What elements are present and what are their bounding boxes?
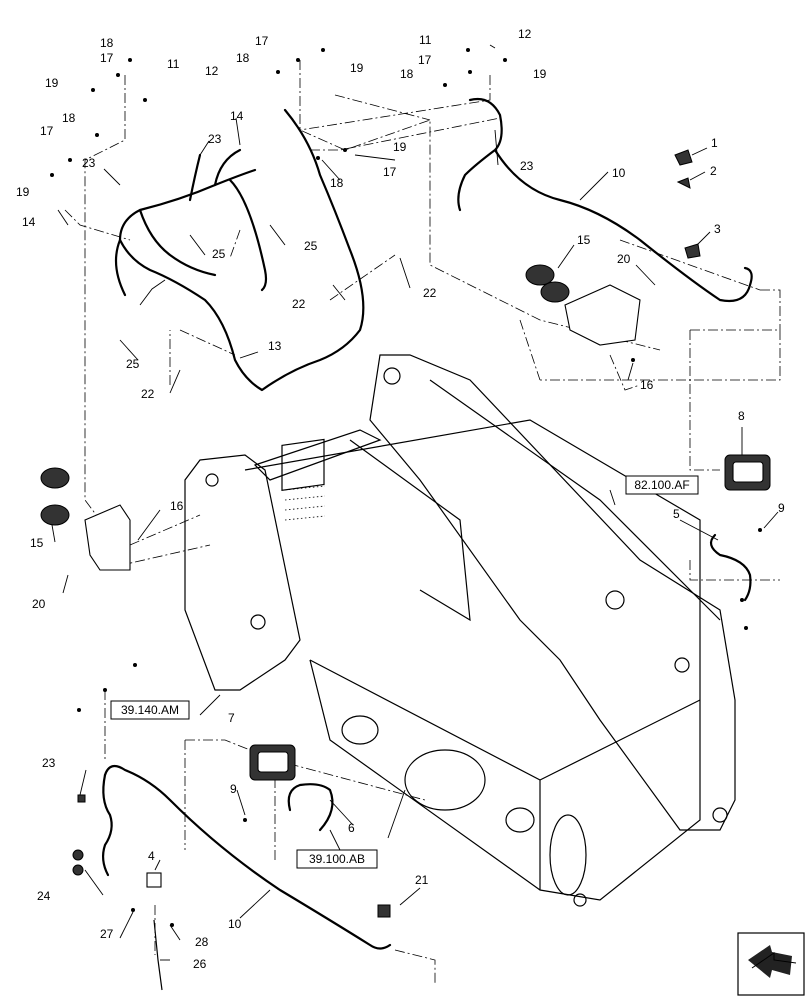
callout-28: 28 — [195, 935, 209, 949]
loader-chassis-frame — [184, 354, 736, 907]
callout-10-lower: 10 — [228, 917, 242, 931]
callout-11-right: 11 — [419, 33, 432, 47]
callout-numbers: 1 2 3 4 5 6 7 8 9 9 10 10 11 11 12 12 13… — [16, 27, 785, 971]
next-page-arrow-icon[interactable] — [737, 932, 805, 996]
callout-leaders — [51, 44, 779, 961]
callout-5: 5 — [673, 507, 680, 521]
callout-17-a: 17 — [100, 51, 114, 65]
callout-19-e: 19 — [393, 140, 407, 154]
callout-6: 6 — [348, 821, 355, 835]
callout-18-d: 18 — [62, 111, 76, 125]
harness-6 — [287, 783, 334, 832]
callout-23-b: 23 — [82, 156, 96, 170]
callout-18-b: 18 — [236, 51, 250, 65]
callout-2: 2 — [710, 164, 717, 178]
callout-25-b: 25 — [304, 239, 318, 253]
reference-box-39100AB[interactable]: 39.100.AB — [296, 849, 378, 869]
callout-16-lower: 16 — [170, 499, 184, 513]
callout-9-lower: 9 — [230, 782, 237, 796]
reference-39140AM-label: 39.140.AM — [121, 703, 179, 717]
callout-22-right: 22 — [423, 286, 437, 300]
callout-11-left: 11 — [167, 57, 180, 71]
harness-5 — [709, 533, 752, 602]
callout-3: 3 — [714, 222, 721, 236]
harness-10-lower — [101, 764, 392, 950]
callout-12-right: 12 — [518, 27, 532, 41]
callout-22-left: 22 — [141, 387, 155, 401]
callout-17-d: 17 — [40, 124, 54, 138]
callout-24: 24 — [37, 889, 51, 903]
bracket-16-lower — [84, 504, 131, 571]
callout-8: 8 — [738, 409, 745, 423]
callout-27: 27 — [100, 927, 114, 941]
callout-14-upper: 14 — [230, 109, 244, 123]
reference-box-39140AM[interactable]: 39.140.AM — [110, 700, 190, 720]
callout-10-upper: 10 — [612, 166, 626, 180]
callout-16-upper: 16 — [640, 378, 654, 392]
reference-box-82100AF[interactable]: 82.100.AF — [625, 475, 699, 495]
callout-19-c: 19 — [533, 67, 547, 81]
light-7 — [249, 744, 296, 781]
callout-18-c: 18 — [400, 67, 414, 81]
callout-23-c: 23 — [520, 159, 534, 173]
harness-10-upper — [457, 97, 753, 303]
assembly-leader-lines — [64, 60, 781, 985]
small-parts — [72, 149, 701, 991]
callout-23-a: 23 — [208, 132, 222, 146]
callout-7: 7 — [228, 711, 235, 725]
callout-4: 4 — [148, 849, 155, 863]
callout-22-mid: 22 — [292, 297, 306, 311]
lamp-15-lower — [40, 467, 70, 526]
reference-82100AF-label: 82.100.AF — [634, 478, 689, 492]
callout-15-lower: 15 — [30, 536, 44, 550]
bracket-16-upper — [564, 284, 641, 346]
callout-25-c: 25 — [126, 357, 140, 371]
callout-13: 13 — [268, 339, 282, 353]
callout-21: 21 — [415, 873, 429, 887]
callout-19-b: 19 — [350, 61, 364, 75]
callout-18-e: 18 — [330, 176, 344, 190]
callout-14-left: 14 — [22, 215, 36, 229]
fastener-dots — [50, 48, 762, 927]
callout-19-d: 19 — [16, 185, 30, 199]
harness-13 — [114, 108, 365, 392]
light-8 — [724, 454, 771, 491]
lamp-15-upper — [525, 264, 570, 303]
callout-15-upper: 15 — [577, 233, 591, 247]
callout-9-right: 9 — [778, 501, 785, 515]
callout-20-lower: 20 — [32, 597, 46, 611]
callout-18-a: 18 — [100, 36, 114, 50]
reference-39100AB-label: 39.100.AB — [309, 852, 365, 866]
callout-17-b: 17 — [255, 34, 269, 48]
callout-20-upper: 20 — [617, 252, 631, 266]
callout-12-left: 12 — [205, 64, 219, 78]
callout-19-a: 19 — [45, 76, 59, 90]
callout-17-c: 17 — [418, 53, 432, 67]
callout-23-d: 23 — [42, 756, 56, 770]
callout-26: 26 — [193, 957, 207, 971]
callout-25-a: 25 — [212, 247, 226, 261]
callout-1: 1 — [711, 136, 718, 150]
callout-17-e: 17 — [383, 165, 397, 179]
